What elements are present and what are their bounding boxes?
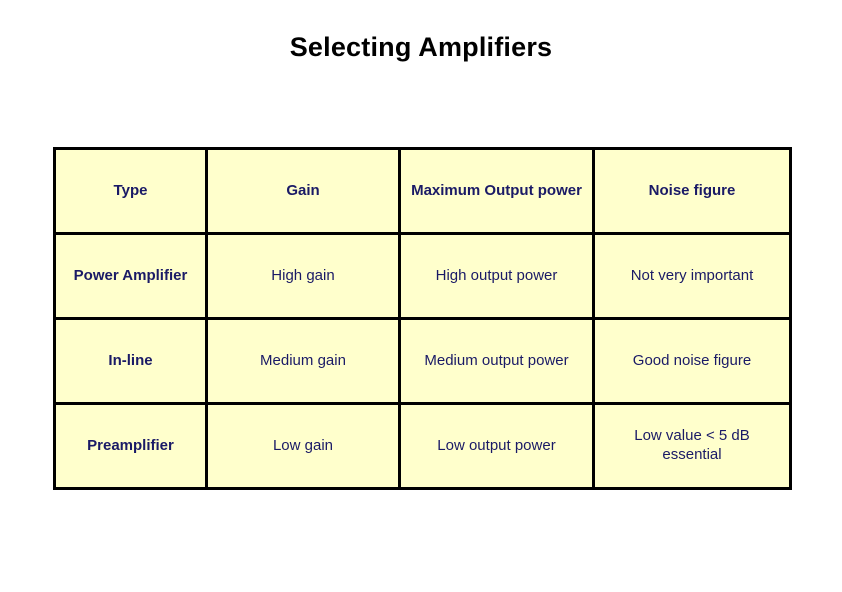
amplifier-table-container: Type Gain Maximum Output power Noise fig… (53, 147, 792, 490)
amplifier-comparison-table: Type Gain Maximum Output power Noise fig… (53, 147, 792, 490)
table-row: In-line Medium gain Medium output power … (53, 317, 792, 405)
table-row: Preamplifier Low gain Low output power L… (53, 402, 792, 490)
table-header-row: Type Gain Maximum Output power Noise fig… (53, 147, 792, 235)
cell-noise-figure: Not very important (592, 232, 792, 320)
cell-noise-figure: Low value < 5 dB essential (592, 402, 792, 490)
cell-gain: High gain (205, 232, 401, 320)
cell-maximum-output-power: Medium output power (398, 317, 595, 405)
cell-maximum-output-power: Low output power (398, 402, 595, 490)
cell-gain: Low gain (205, 402, 401, 490)
column-header-noise-figure: Noise figure (592, 147, 792, 235)
table-row: Power Amplifier High gain High output po… (53, 232, 792, 320)
column-header-gain: Gain (205, 147, 401, 235)
column-header-maximum-output-power: Maximum Output power (398, 147, 595, 235)
cell-type: In-line (53, 317, 208, 405)
page-title: Selecting Amplifiers (289, 32, 553, 62)
cell-noise-figure: Good noise figure (592, 317, 792, 405)
cell-maximum-output-power: High output power (398, 232, 595, 320)
cell-type: Power Amplifier (53, 232, 208, 320)
cell-gain: Medium gain (205, 317, 401, 405)
cell-type: Preamplifier (53, 402, 208, 490)
column-header-type: Type (53, 147, 208, 235)
